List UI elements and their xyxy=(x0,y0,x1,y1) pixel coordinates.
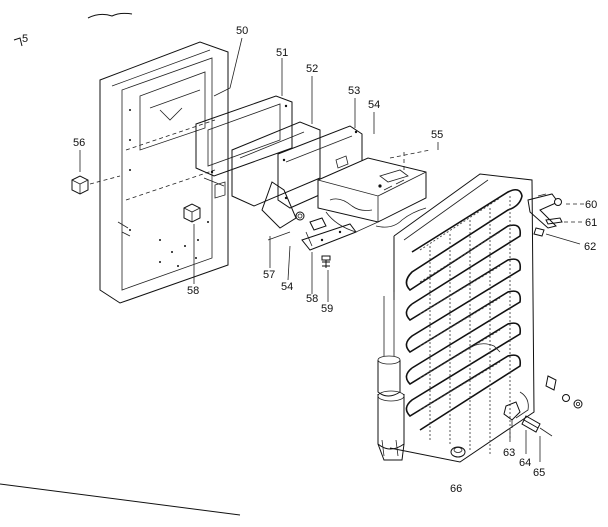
label-53: 53 xyxy=(348,85,360,97)
label-62: 62 xyxy=(584,241,596,253)
part-55-heater-box xyxy=(317,149,431,233)
part-60-bracket xyxy=(527,193,584,229)
part-58-clip-left xyxy=(183,203,201,223)
label-58-left: 58 xyxy=(187,285,199,297)
label-64: 64 xyxy=(519,457,531,469)
part-65-screw xyxy=(521,415,553,437)
label-51: 51 xyxy=(276,47,288,59)
corner-mark: 5 xyxy=(22,33,28,45)
part-66-grommet xyxy=(450,446,466,458)
part-58-tab xyxy=(301,223,357,251)
part-64-washer-nut xyxy=(545,375,583,409)
part-61-screw xyxy=(545,217,582,225)
label-57: 57 xyxy=(263,269,275,281)
label-65: 65 xyxy=(533,467,545,479)
label-54-top: 54 xyxy=(368,99,380,111)
label-66: 66 xyxy=(450,483,462,495)
label-55: 55 xyxy=(431,129,443,141)
part-52-panel xyxy=(231,121,321,207)
part-56-clip xyxy=(71,175,121,195)
label-63: 63 xyxy=(503,447,515,459)
cabinet-housing xyxy=(99,41,229,304)
label-54-bottom: 54 xyxy=(281,281,293,293)
part-62-pin xyxy=(533,227,581,245)
leader-lines xyxy=(79,37,541,462)
label-50: 50 xyxy=(236,25,248,37)
label-58-right: 58 xyxy=(306,293,318,305)
part-51-gasket-frame xyxy=(195,95,293,187)
drier-cylinder xyxy=(377,292,405,461)
label-52: 52 xyxy=(306,63,318,75)
bottom-baseline xyxy=(0,483,241,516)
label-61: 61 xyxy=(585,217,597,229)
top-scribble xyxy=(13,12,133,47)
label-59: 59 xyxy=(321,303,333,315)
part-63-clip xyxy=(503,401,521,428)
label-56: 56 xyxy=(73,137,85,149)
condenser-coil xyxy=(389,173,535,463)
label-60: 60 xyxy=(585,199,597,211)
part-54-lower-bracket xyxy=(261,181,305,241)
part-57-screw xyxy=(305,217,327,247)
part-59-screw xyxy=(321,255,331,268)
cabinet-rivets xyxy=(129,109,209,267)
